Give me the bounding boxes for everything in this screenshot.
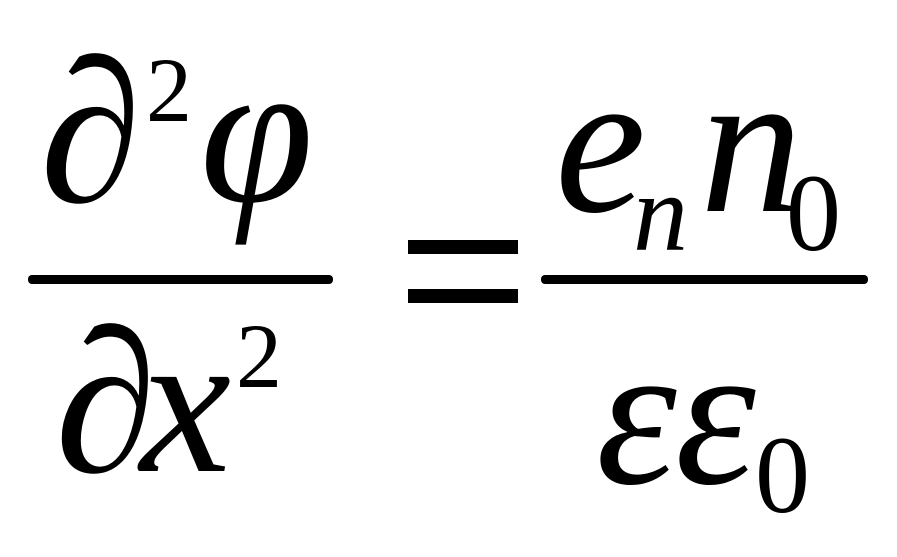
lhs-num-phi: φ bbox=[200, 19, 314, 246]
rhs-num-e-subscript: n bbox=[633, 152, 688, 274]
rhs-num-e: e bbox=[555, 29, 646, 256]
lhs-den-power: 2 bbox=[236, 305, 282, 407]
lhs-den-partial: ∂ bbox=[55, 289, 157, 516]
rhs-den-epsilon-2: ε bbox=[675, 301, 756, 528]
lhs-num-partial: ∂ bbox=[40, 19, 142, 246]
lhs-num-power: 2 bbox=[146, 39, 192, 141]
lhs-fraction-bar bbox=[28, 275, 333, 284]
rhs-den-epsilon-subscript: 0 bbox=[755, 414, 810, 536]
lhs-den-x: x bbox=[140, 289, 231, 516]
equals-bar-top bbox=[408, 240, 518, 254]
equals-sign: = bbox=[400, 200, 406, 210]
rhs-den-epsilon: ε bbox=[596, 301, 677, 528]
rhs-num-n-subscript: 0 bbox=[786, 152, 841, 274]
equals-bar-bottom bbox=[408, 289, 518, 303]
rhs-num-n: n bbox=[700, 29, 803, 256]
rhs-fraction-bar bbox=[541, 275, 868, 284]
